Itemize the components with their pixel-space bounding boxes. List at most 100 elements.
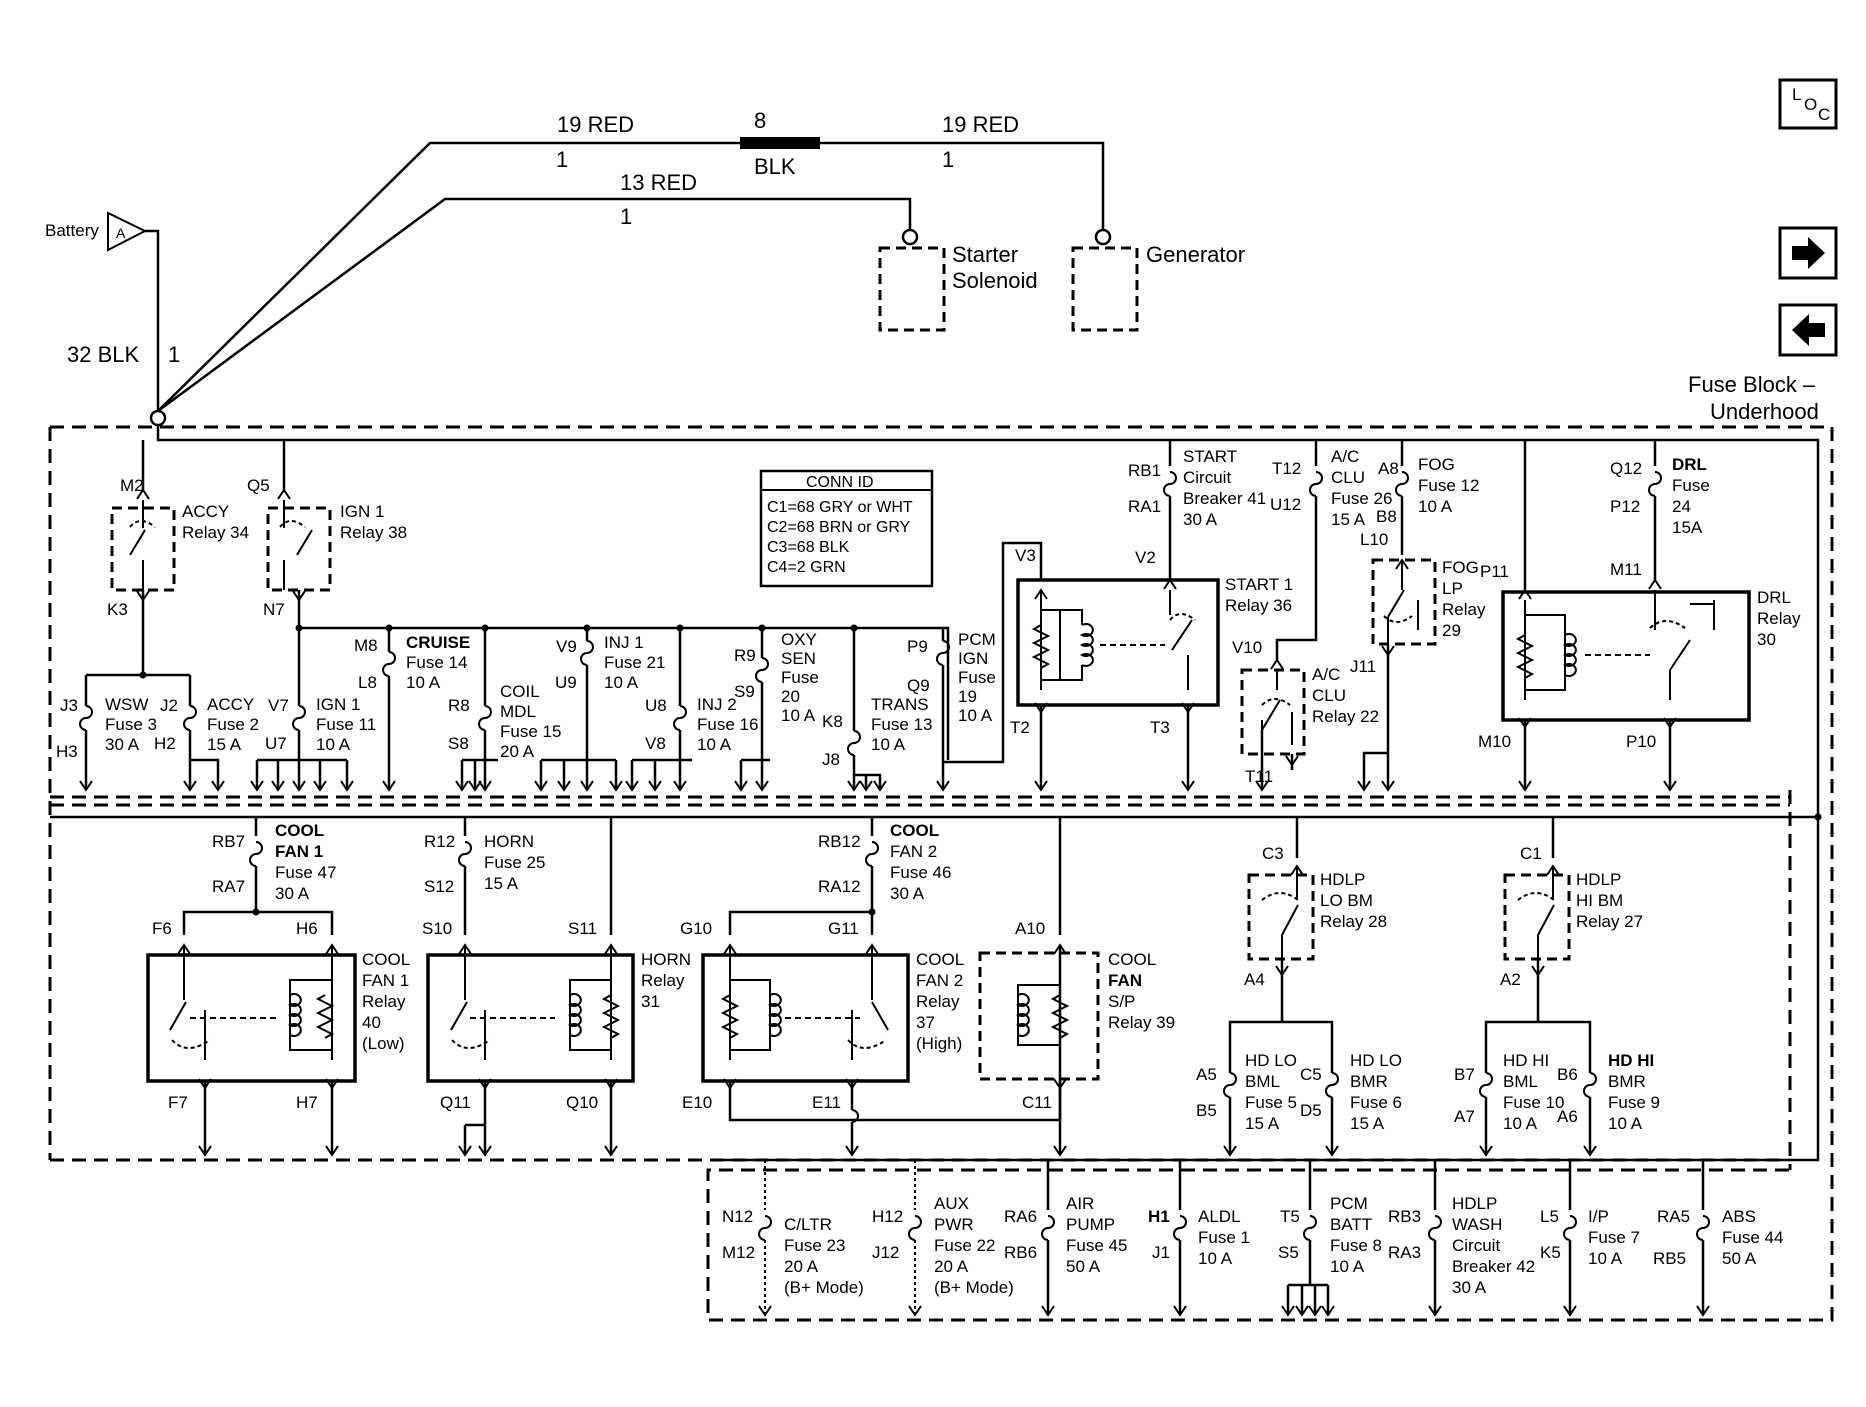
relay-label: CLU [1312,686,1346,705]
conn-id-row: C2=68 BRN or GRY [767,519,911,536]
generator [1071,246,1139,332]
fuse-label: 10 A [781,706,816,725]
prev-page-button[interactable] [1778,303,1838,357]
fuse-label: 30 A [890,884,925,903]
pin-label: M11 [1610,560,1642,579]
pin-label: S5 [1278,1243,1299,1262]
pin-label: H7 [296,1093,318,1112]
fuse-label: Fuse 3 [105,715,157,734]
loc-letter: C [1818,105,1830,124]
fuse-label: (B+ Mode) [934,1278,1014,1297]
fuse-label: Fuse 5 [1245,1093,1297,1112]
fuse-label: PCM [958,630,996,649]
loc-button[interactable]: L O C [1778,78,1838,130]
pin-label: U7 [265,734,287,753]
relay-label: Relay 34 [182,523,249,542]
fuse-accy: J2 H2 ACCY Fuse 2 15 A [154,675,259,791]
pin-label: J8 [822,750,840,769]
start-circuit-breaker: RB1 RA1 START Circuit Breaker 41 30 A [1128,440,1266,555]
fuse-trans: K8 J8 TRANS Fuse 13 10 A [822,628,932,791]
fuse-coil: R8 S8 COIL MDL Fuse 15 20 A [448,628,561,791]
fuse-label: BATT [1330,1215,1372,1234]
pin-label: RB12 [818,832,861,851]
relay-label: FAN [1108,971,1142,990]
fuse-label: BMR [1608,1072,1646,1091]
fuse-label: Fuse 13 [871,715,932,734]
pin-label: T5 [1280,1207,1300,1226]
fuse-oxy-sen: R9 S9 OXY SEN Fuse 20 10 A [734,628,819,791]
cool-fan2-relay: G10 G11 E10 E11 COOL FAN 2 Relay 37 (Hig… [680,919,1062,1156]
fuse-label: MDL [500,702,536,721]
pin-label: RB7 [212,832,245,851]
pin-label: E11 [812,1093,841,1112]
fuse-label: IGN [958,649,988,668]
fuse-label: COOL [275,821,324,840]
next-page-button[interactable] [1778,226,1838,280]
fuse-label: 30 A [105,735,140,754]
relay-label: (High) [916,1034,962,1053]
pin-label: R12 [424,832,455,851]
pin-label: Q5 [247,476,270,495]
wire-label: 13 RED [620,170,697,195]
fuse-label: 50 A [1722,1249,1757,1268]
fuse-label: FAN 1 [275,842,323,861]
relay-label: Relay 28 [1320,912,1387,931]
loc-letter: O [1804,95,1817,114]
fuse-label: WASH [1452,1215,1502,1234]
fuse-label: HD LO [1350,1051,1402,1070]
fog-relay: J11 FOG LP Relay 29 [1350,558,1486,791]
fuse-label: 30 A [1183,510,1218,529]
fuse-label: AUX [934,1194,969,1213]
fuse-label: Fuse 8 [1330,1236,1382,1255]
pin-label: A4 [1244,970,1265,989]
drl-relay: P11 M10 P10 DRL Relay 30 [1478,440,1801,791]
wire-pin: 1 [168,342,180,367]
pin-label: K3 [107,600,128,619]
fuse-label: PWR [934,1215,974,1234]
fuse-label: 10 A [1608,1114,1643,1133]
pin-label: T2 [1010,718,1030,737]
block-title: Fuse Block – [1688,372,1816,397]
fuse-label: HD HI [1503,1051,1549,1070]
pin-label: RA5 [1657,1207,1690,1226]
relay-label: IGN 1 [340,502,384,521]
wire-label: 32 BLK [67,342,139,367]
fuse-label: Fuse 22 [934,1236,995,1255]
pin-label: Q10 [566,1093,598,1112]
relay-label: HDLP [1320,870,1365,889]
hdlp-lo-relay: C3 A4 HDLP LO BM Relay 28 [1228,817,1387,1043]
pin-label: S9 [734,682,755,701]
relay-label: HI BM [1576,891,1623,910]
pin-label: T11 [1245,767,1273,786]
relay-label: FAN 2 [916,971,963,990]
fuse-label: Fuse 10 [1503,1093,1564,1112]
pin-label: Q9 [907,676,930,695]
pin-label: C1 [1520,844,1542,863]
fuse-label: 10 A [1588,1249,1623,1268]
fuse-label: 20 A [784,1257,819,1276]
fuse-ign1: V7 U7 IGN 1 Fuse 11 10 A [250,628,376,791]
battery-feed: Battery A 32 BLK 1 19 RED 1 8 BLK 19 RED… [45,108,1245,427]
fuse-label: FAN 2 [890,842,937,861]
fuse-label: 10 A [1198,1249,1233,1268]
fuse-label: HDLP [1452,1194,1497,1213]
fuse-label: 10 A [406,673,441,692]
link-number: 8 [754,108,766,133]
relay-label: Relay 27 [1576,912,1643,931]
starter-label: Solenoid [952,268,1038,293]
pin-label: G10 [680,919,712,938]
conn-id-row: C3=68 BLK [767,539,850,556]
relay-label: S/P [1108,992,1135,1011]
conn-id-row: C4=2 GRN [767,559,846,576]
pcm-batt-fuse: T5 S5 PCM BATT Fuse 8 10 A [1278,1160,1382,1316]
fuse-label: Fuse [781,668,819,687]
fuse-label: HD LO [1245,1051,1297,1070]
fuse-label: 15 A [484,874,519,893]
pin-label: H6 [296,919,318,938]
fuse-label: 15A [1672,518,1703,537]
relay-label: 31 [641,992,660,1011]
relay-label: Relay 38 [340,523,407,542]
fog-fuse: A8 B8 L10 FOG Fuse 12 10 A [1360,440,1479,570]
fuse-label: COIL [500,682,540,701]
fuse-label: ABS [1722,1207,1756,1226]
